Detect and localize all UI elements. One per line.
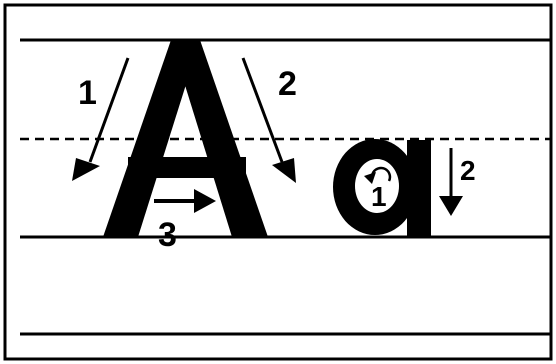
stroke-1-arrow <box>72 57 130 181</box>
lowercase-stroke-2-number: 2 <box>460 155 476 186</box>
lowercase-stroke-2-arrow <box>439 148 463 216</box>
uppercase-letter-label: A <box>0 0 1 1</box>
lowercase-stroke-1-circle-arrow <box>364 166 392 184</box>
lowercase-stroke-1-number: 1 <box>371 181 387 212</box>
stroke-3-arrow <box>154 189 216 213</box>
lowercase-letter-label: a <box>0 0 1 1</box>
stroke-3-number: 3 <box>158 216 177 254</box>
stroke-2-number: 2 <box>278 65 297 103</box>
uppercase-letter-a-glyph <box>103 40 268 237</box>
card-border <box>3 3 553 361</box>
stroke-1-number: 1 <box>78 74 97 112</box>
lowercase-letter-a-glyph <box>333 139 431 237</box>
stroke-2-arrow <box>241 57 296 183</box>
